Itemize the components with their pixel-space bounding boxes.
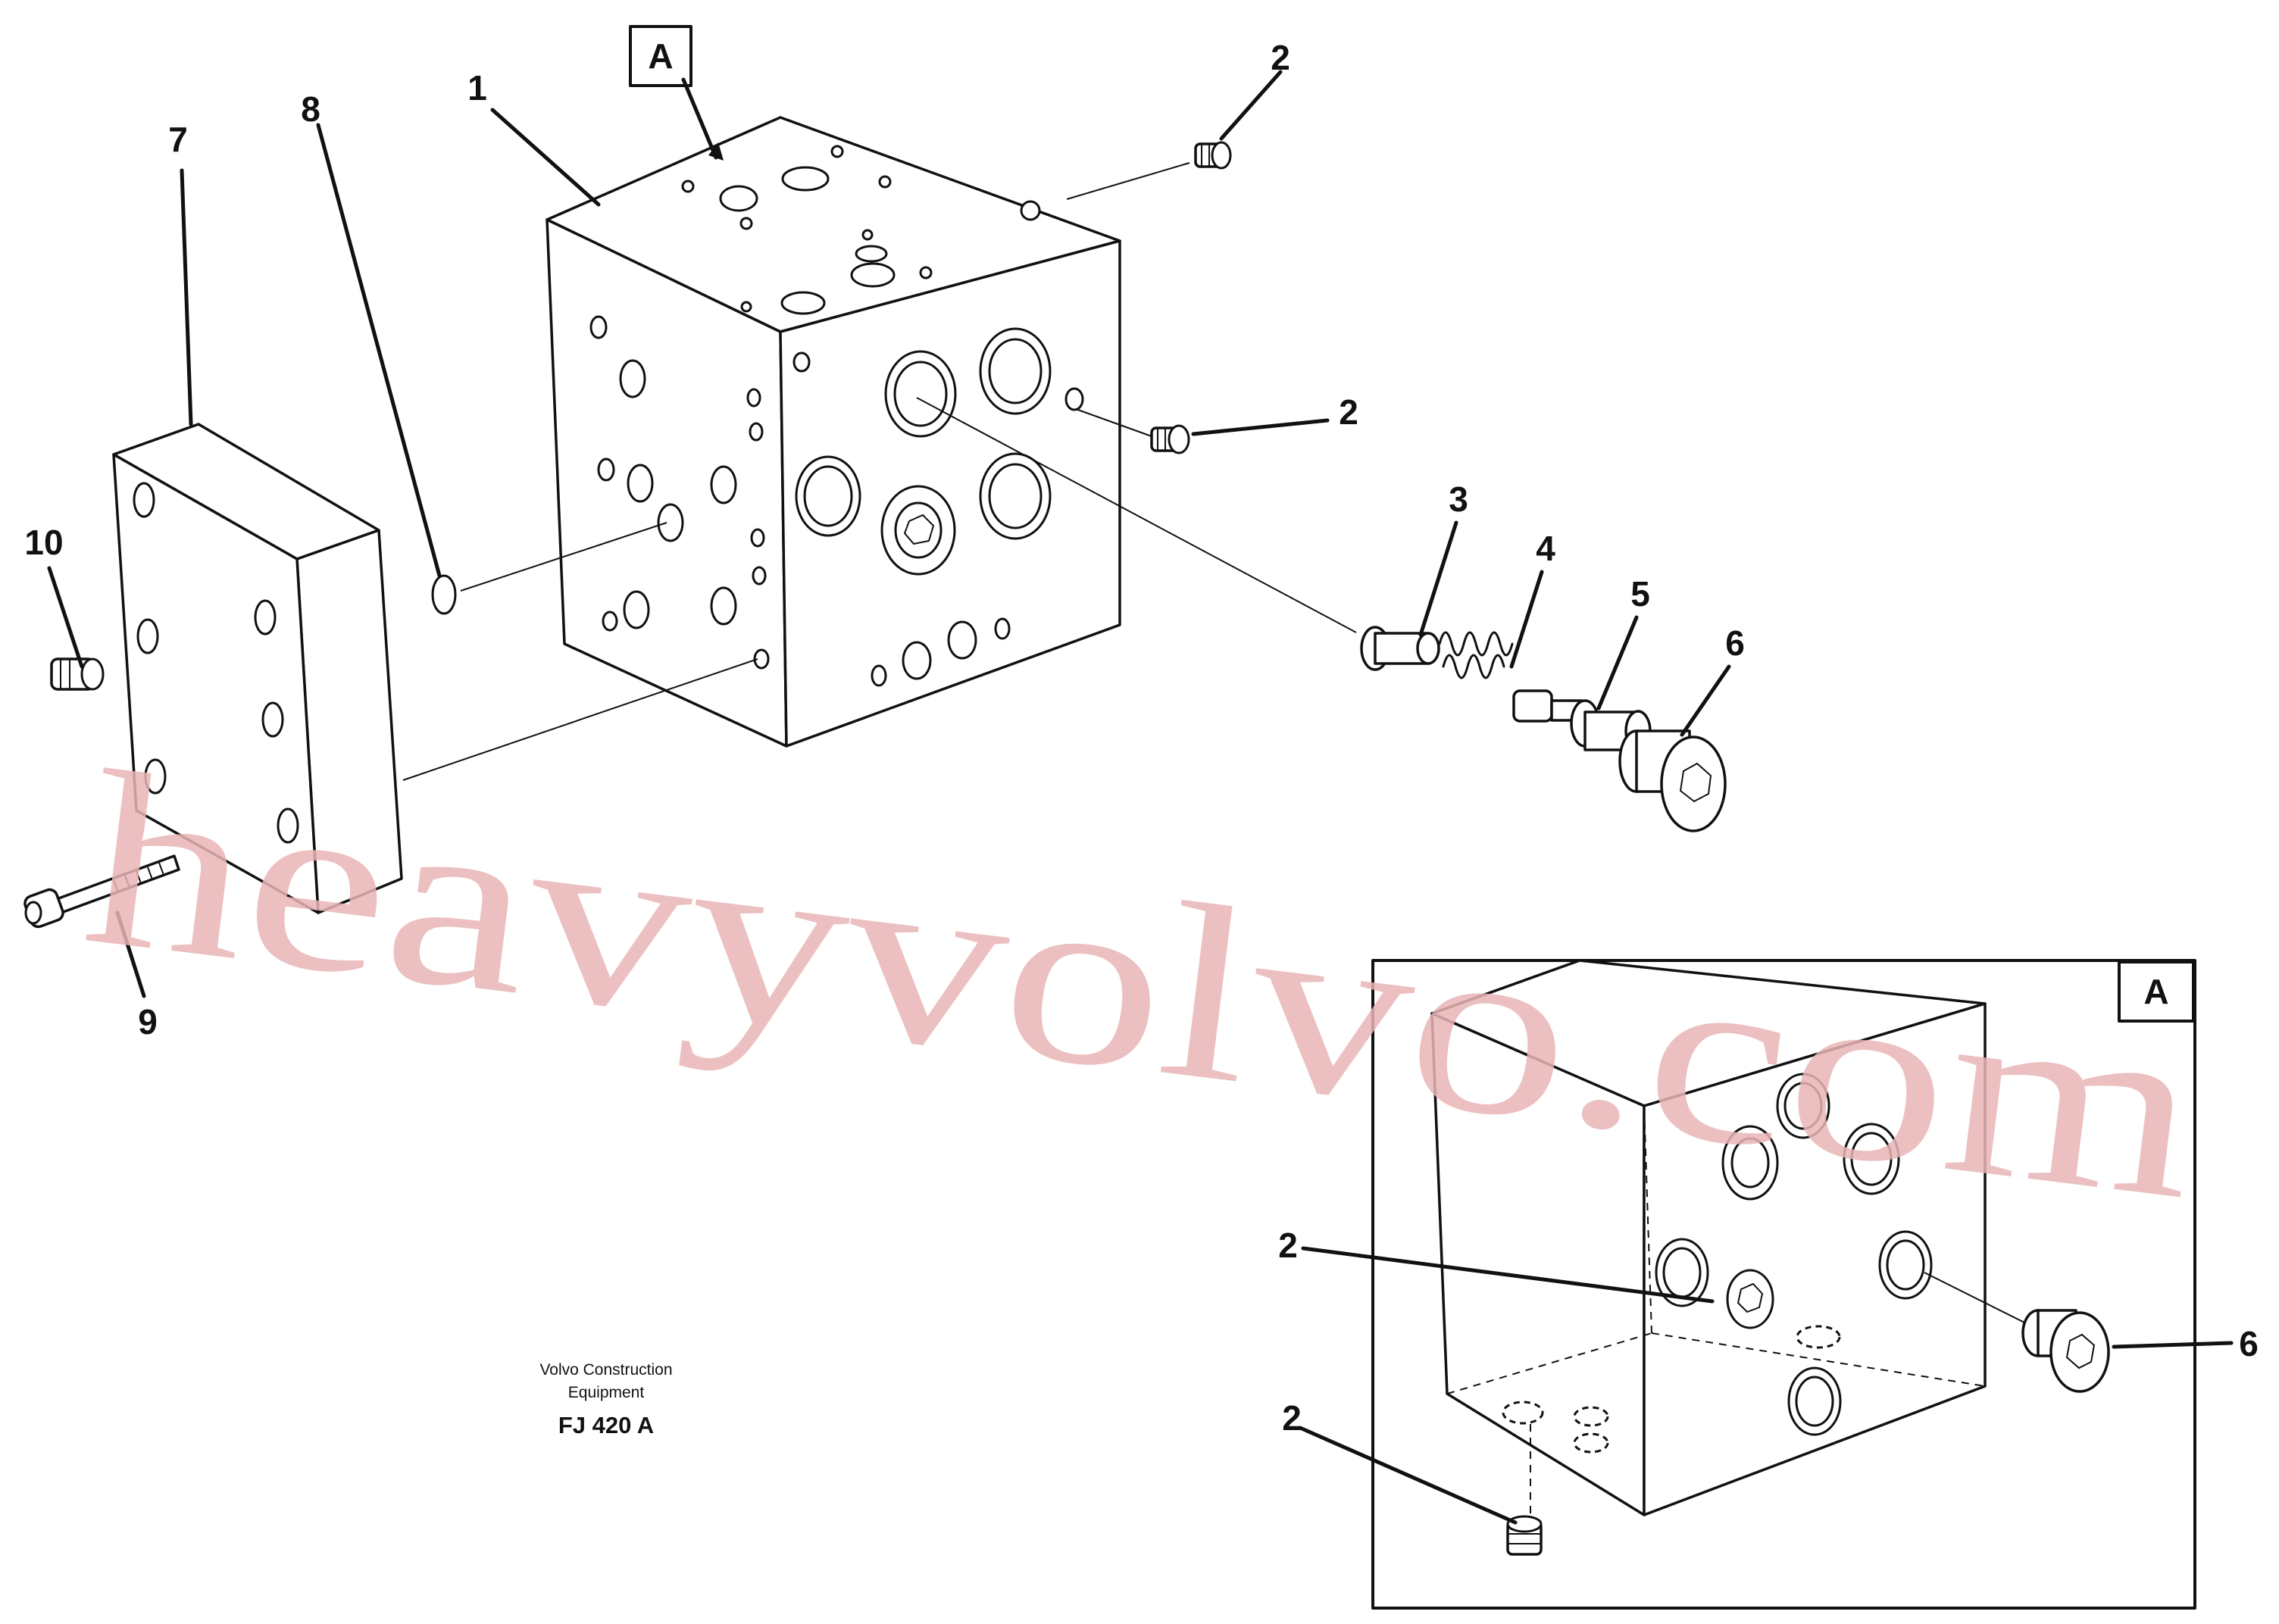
figure-code: FJ 420 A [558,1412,654,1438]
o-ring [431,574,457,615]
screw [23,854,180,929]
plug-top [1194,141,1232,170]
valve-block [546,116,1121,748]
callout-6-inset: 6 [2239,1324,2259,1363]
leader-lines [47,70,2234,1525]
callout-4: 4 [1536,529,1555,568]
callout-7: 7 [168,120,188,159]
inset-a-label: A [2143,972,2168,1011]
plug-middle [1150,424,1190,454]
view-a-label: A [648,36,673,76]
view-a-box [629,25,692,87]
watermark: heavyvolvo.com [73,719,2212,1252]
credit-line-1: Volvo Construction [539,1361,672,1379]
cover-plate [112,423,403,914]
callout-9: 9 [138,1002,158,1042]
inset-view-a [1371,959,2196,1610]
callout-2-middle: 2 [1339,392,1358,432]
credit-line-2: Equipment [568,1384,645,1401]
callout-5: 5 [1630,574,1650,614]
relief-valve-parts [1360,626,1727,832]
callout-2-top: 2 [1271,38,1290,77]
callout-10: 10 [24,523,63,562]
assembly-lines [402,162,1357,781]
callout-3: 3 [1449,479,1468,519]
callout-2-inset-bottom: 2 [1282,1398,1302,1438]
callout-8: 8 [301,89,320,129]
callout-6: 6 [1725,623,1745,663]
callout-1: 1 [467,68,487,108]
callout-2-inset-left: 2 [1278,1226,1298,1265]
plug-10 [50,657,105,691]
